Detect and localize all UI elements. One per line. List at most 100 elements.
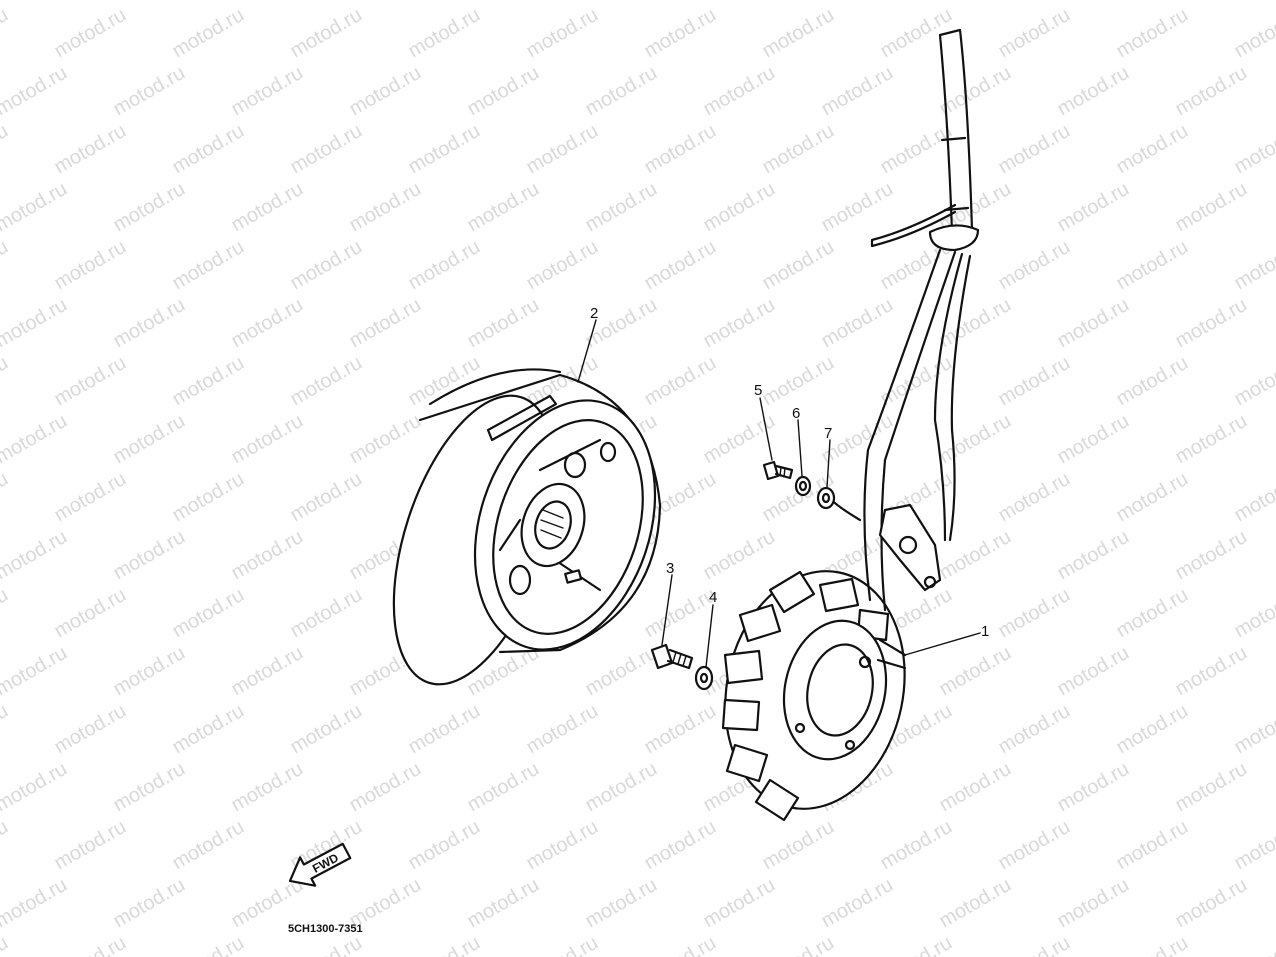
watermark-text: motod.ru [228, 410, 307, 469]
watermark-text: motod.ru [1231, 236, 1276, 295]
watermark-text: motod.ru [877, 932, 956, 957]
callout-4: 4 [709, 589, 717, 606]
stator-assembly [721, 570, 907, 822]
watermark-text: motod.ru [877, 120, 956, 179]
watermark-text: motod.ru [0, 816, 12, 875]
watermark-text: motod.ru [464, 0, 543, 4]
watermark-text: motod.ru [0, 584, 12, 643]
watermark-text: motod.ru [759, 932, 838, 957]
screw-3 [650, 643, 694, 670]
watermark-text: motod.ru [995, 120, 1074, 179]
watermark-text: motod.ru [877, 352, 956, 411]
watermark-text: motod.ru [1172, 874, 1251, 933]
watermark-text: motod.ru [1054, 526, 1133, 585]
pickup-coil [878, 503, 942, 592]
watermark-text: motod.ru [405, 700, 484, 759]
watermark-text: motod.ru [1054, 178, 1133, 237]
watermark-text: motod.ru [0, 874, 71, 933]
watermark-text: motod.ru [405, 236, 484, 295]
watermark-text: motod.ru [1231, 352, 1276, 411]
watermark-text: motod.ru [877, 816, 956, 875]
watermark-text: motod.ru [582, 758, 661, 817]
watermark-text: motod.ru [936, 758, 1015, 817]
watermark-text: motod.ru [523, 236, 602, 295]
watermark-text: motod.ru [51, 4, 130, 63]
watermark-text: motod.ru [1113, 120, 1192, 179]
watermark-text: motod.ru [405, 816, 484, 875]
watermark-text: motod.ru [936, 62, 1015, 121]
watermark-text: motod.ru [700, 0, 779, 4]
watermark-text: motod.ru [995, 816, 1074, 875]
watermark-text: motod.ru [1231, 700, 1276, 759]
watermark-text: motod.ru [287, 700, 366, 759]
watermark-text: motod.ru [1231, 4, 1276, 63]
watermark-text: motod.ru [759, 352, 838, 411]
watermark-text: motod.ru [818, 0, 897, 4]
watermark-text: motod.ru [759, 4, 838, 63]
watermark-text: motod.ru [523, 4, 602, 63]
watermark-text: motod.ru [1231, 932, 1276, 957]
watermark-text: motod.ru [1231, 120, 1276, 179]
watermark-text: motod.ru [228, 294, 307, 353]
watermark-text: motod.ru [464, 62, 543, 121]
watermark-text: motod.ru [700, 410, 779, 469]
watermark-text: motod.ru [51, 352, 130, 411]
watermark-text: motod.ru [346, 62, 425, 121]
watermark-text: motod.ru [936, 874, 1015, 933]
watermark-text: motod.ru [1113, 352, 1192, 411]
watermark-text: motod.ru [405, 932, 484, 957]
watermark-text: motod.ru [51, 468, 130, 527]
watermark-text: motod.ru [169, 352, 248, 411]
diagram-code: 5CH1300-7351 [288, 923, 363, 935]
watermark-text: motod.ru [0, 236, 12, 295]
watermark-text: motod.ru [287, 120, 366, 179]
watermark-text: motod.ru [464, 758, 543, 817]
watermark-text: motod.ru [110, 410, 189, 469]
watermark-text: motod.ru [110, 642, 189, 701]
screw-5 [762, 460, 794, 481]
watermark-text: motod.ru [1172, 758, 1251, 817]
watermark-text: motod.ru [51, 120, 130, 179]
watermark-text: motod.ru [582, 178, 661, 237]
watermark-text: motod.ru [464, 294, 543, 353]
watermark-text: motod.ru [0, 758, 71, 817]
watermark-text: motod.ru [1172, 642, 1251, 701]
watermark-text: motod.ru [110, 294, 189, 353]
watermark-text: motod.ru [818, 874, 897, 933]
watermark-text: motod.ru [1231, 816, 1276, 875]
callout-7: 7 [824, 425, 832, 442]
watermark-text: motod.ru [1113, 468, 1192, 527]
watermark-text: motod.ru [582, 294, 661, 353]
watermark-text: motod.ru [51, 816, 130, 875]
watermark-text: motod.ru [1054, 642, 1133, 701]
watermark-text: motod.ru [0, 468, 12, 527]
watermark-text: motod.ru [523, 700, 602, 759]
watermark-text: motod.ru [0, 0, 71, 4]
watermark-text: motod.ru [0, 4, 12, 63]
watermark-text: motod.ru [641, 700, 720, 759]
watermark-text: motod.ru [346, 294, 425, 353]
watermark-text: motod.ru [582, 874, 661, 933]
callout-3: 3 [666, 560, 674, 577]
watermark-text: motod.ru [0, 178, 71, 237]
watermark-text: motod.ru [641, 816, 720, 875]
watermark-text: motod.ru [346, 0, 425, 4]
watermark-text: motod.ru [582, 0, 661, 4]
watermark-text: motod.ru [405, 4, 484, 63]
watermark-text: motod.ru [1172, 0, 1251, 4]
watermark-text: motod.ru [110, 62, 189, 121]
watermark-text: motod.ru [582, 62, 661, 121]
watermark-text: motod.ru [582, 642, 661, 701]
watermark-text: motod.ru [700, 62, 779, 121]
watermark-text: motod.ru [641, 236, 720, 295]
callout-labels: 1 2 3 4 5 6 7 [590, 305, 989, 640]
watermark-text: motod.ru [818, 62, 897, 121]
watermark-text: motod.ru [169, 468, 248, 527]
watermark-text: motod.ru [700, 178, 779, 237]
watermark-text: motod.ru [169, 932, 248, 957]
watermark-text: motod.ru [1054, 294, 1133, 353]
watermark-text: motod.ru [1054, 0, 1133, 4]
callout-5: 5 [754, 382, 762, 399]
